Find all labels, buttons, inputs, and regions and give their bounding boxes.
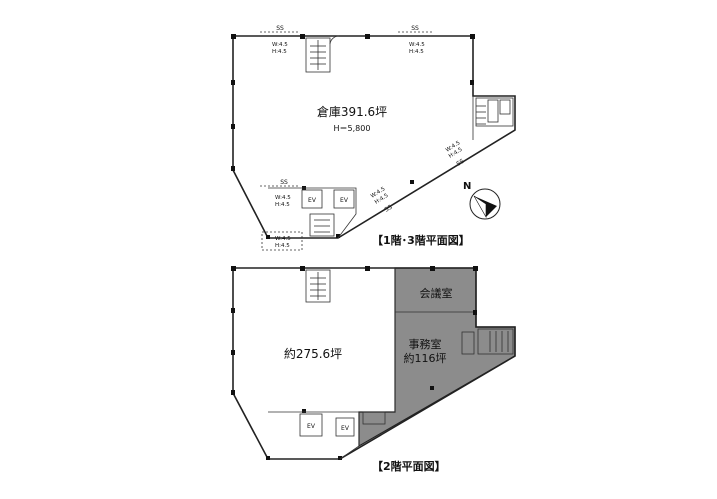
floor1-shutter-mid: SS bbox=[280, 179, 288, 186]
floor2-ev1-box bbox=[299, 413, 323, 437]
floor2-caption: 【2階平面図】 bbox=[372, 459, 446, 473]
floor1-shutter-mid-h: H:4.5 bbox=[275, 202, 290, 208]
floor2-outline bbox=[232, 267, 516, 460]
floor1-plan: SS W:4.5 H:4.5 SS W:4.5 H:4.5 W:4.5 H:4.… bbox=[231, 25, 516, 251]
floor2-ev2-label: EV bbox=[341, 425, 350, 432]
floor1-outline bbox=[232, 35, 516, 239]
north-label: N bbox=[463, 181, 471, 192]
floor1-ev1-box bbox=[301, 189, 323, 209]
north-arrow-icon bbox=[469, 188, 501, 220]
floor2-pantry bbox=[362, 411, 386, 425]
floor1-top-stair bbox=[305, 35, 340, 73]
floor1-shutter-diag: SS bbox=[455, 158, 465, 168]
floor1-core-wall bbox=[268, 187, 357, 239]
floor1-shutter-top-left-h: H:4.5 bbox=[272, 49, 287, 55]
floor2-office-area-label: 約116坪 bbox=[404, 351, 447, 365]
floor1-shutter-bottom-w: W:4.5 bbox=[275, 236, 291, 242]
floor1-ev2-box bbox=[333, 189, 355, 209]
floor2-top-stair bbox=[305, 269, 331, 303]
floor1-shutter-top-right: SS bbox=[411, 25, 419, 32]
floor2-core-wall bbox=[268, 411, 360, 460]
floor1-shutter-bottom-h: H:4.5 bbox=[275, 243, 290, 249]
floor2-columns bbox=[231, 266, 478, 460]
floor1-shutter-diag2: SS bbox=[383, 204, 393, 214]
floor1-bottom-shutter-box bbox=[261, 231, 303, 251]
floor2-right-stair bbox=[461, 328, 514, 355]
floor1-caption: 【1階･3階平面図】 bbox=[372, 233, 470, 247]
floor2-main-label: 約275.6坪 bbox=[284, 346, 342, 361]
floor2-ev1-label: EV bbox=[307, 423, 316, 430]
floor1-shutter-top-left: SS bbox=[276, 25, 284, 32]
floor2-office-label: 事務室 bbox=[409, 337, 442, 351]
floor1-columns bbox=[231, 34, 475, 239]
floor1-shutter-top-left-w: W:4.5 bbox=[272, 42, 288, 48]
floor2-meeting-room-label: 会議室 bbox=[420, 286, 453, 300]
floor1-height-label: H＝5,800 bbox=[334, 124, 371, 133]
floor2-plan: EV EV 約275.6坪 会議室 事務室 約116坪 【2階平面図】 bbox=[231, 266, 516, 473]
floor1-shutter-top-right-h: H:4.5 bbox=[409, 49, 424, 55]
floor1-shutter-top-right-w: W:4.5 bbox=[409, 42, 425, 48]
floor1-bottom-stair bbox=[309, 213, 335, 237]
floor1-shutter-mid-w: W:4.5 bbox=[275, 195, 291, 201]
floor1-ev1-label: EV bbox=[308, 197, 317, 204]
floor1-warehouse-label: 倉庫391.6坪 bbox=[317, 104, 387, 119]
floor1-right-stair bbox=[475, 97, 514, 127]
floor2-ev2-box bbox=[335, 417, 355, 437]
floor1-ev2-label: EV bbox=[340, 197, 349, 204]
